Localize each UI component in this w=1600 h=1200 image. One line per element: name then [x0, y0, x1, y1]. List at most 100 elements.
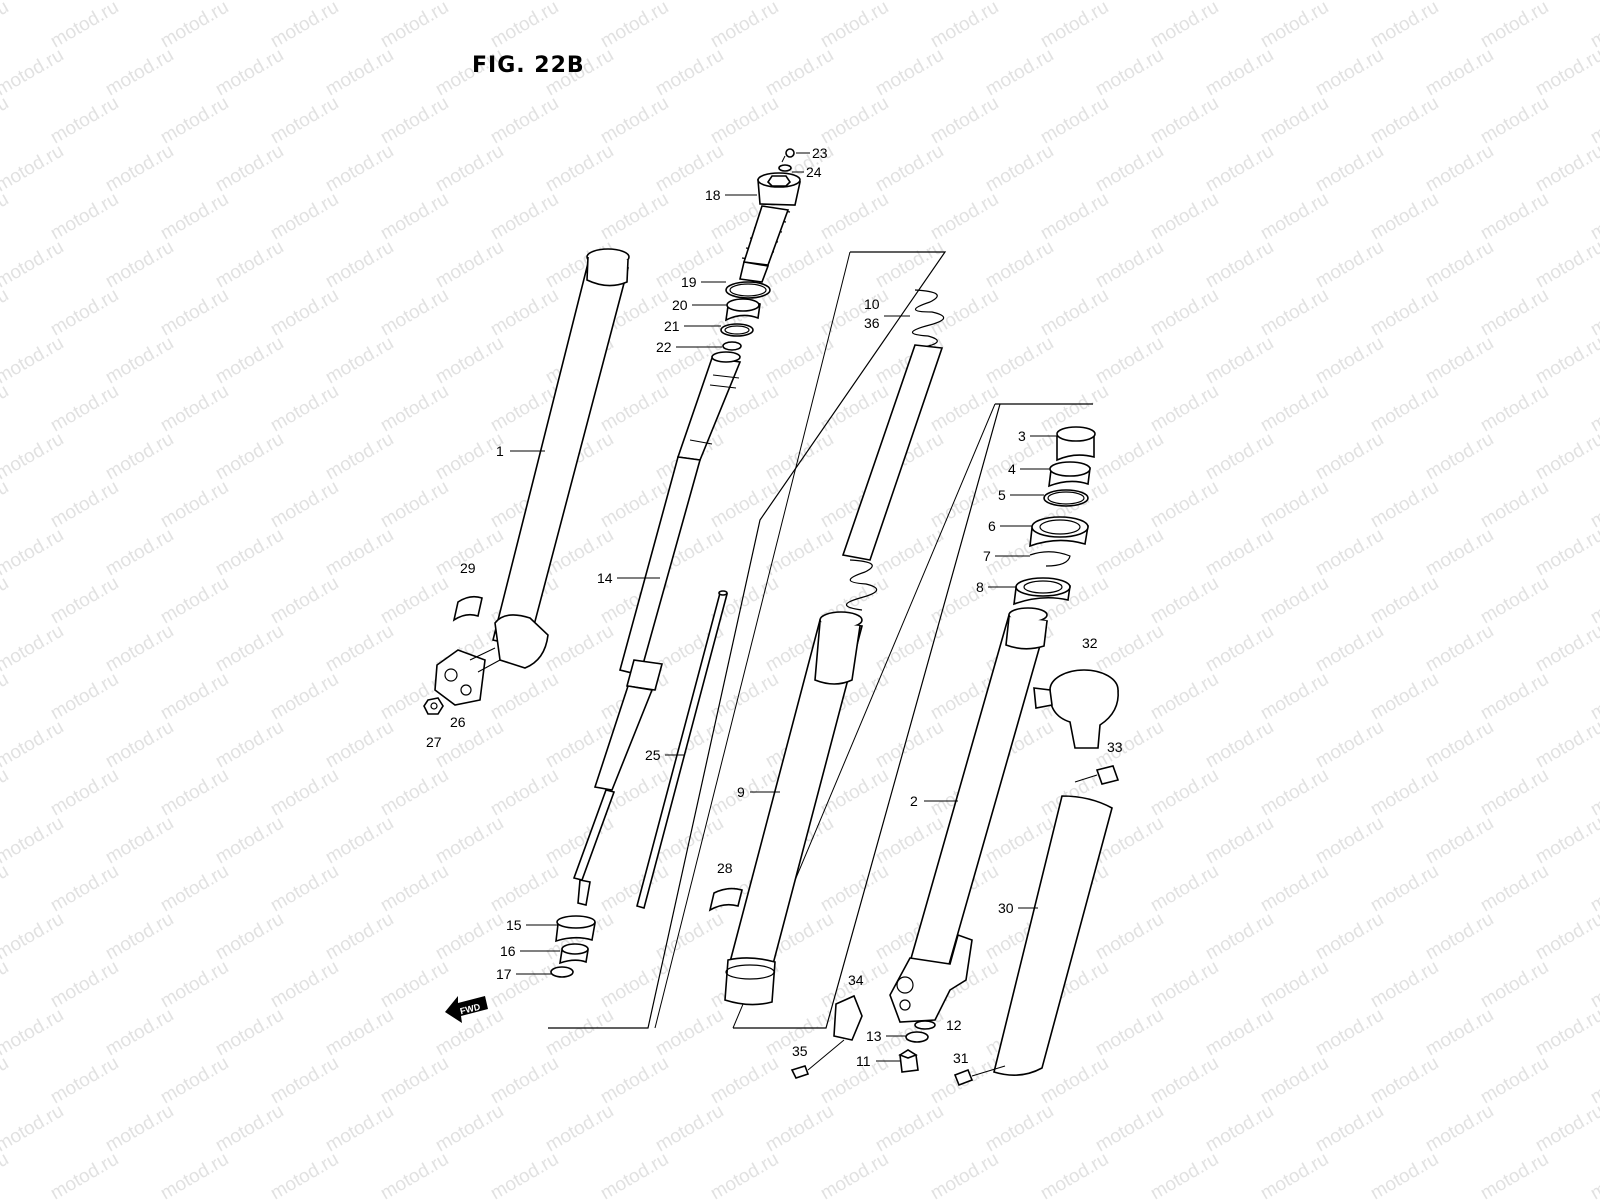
watermark-text: motod.ru	[1422, 813, 1497, 869]
callout-22: 22	[656, 339, 672, 355]
fwd-label: FWD	[459, 1002, 482, 1017]
watermark-text: motod.ru	[0, 285, 12, 341]
watermark-text: motod.ru	[982, 141, 1057, 197]
watermark-text: motod.ru	[982, 237, 1057, 293]
watermark-text: motod.ru	[0, 813, 67, 869]
watermark-text: motod.ru	[1202, 909, 1277, 965]
part-29-label-sticker	[452, 595, 483, 622]
watermark-text: motod.ru	[1367, 573, 1442, 629]
callout-21: 21	[664, 318, 680, 334]
callout-1: 1	[496, 443, 504, 459]
watermark-text: motod.ru	[762, 45, 837, 101]
watermark-text: motod.ru	[47, 189, 122, 245]
watermark-text: motod.ru	[1587, 1053, 1600, 1109]
callout-5: 5	[998, 487, 1006, 503]
watermark-text: motod.ru	[982, 45, 1057, 101]
watermark-text: motod.ru	[1587, 861, 1600, 917]
watermark-text: motod.ru	[487, 285, 562, 341]
watermark-text: motod.ru	[1587, 285, 1600, 341]
watermark-text: motod.ru	[1147, 381, 1222, 437]
watermark-text: motod.ru	[1532, 141, 1600, 197]
callout-35: 35	[792, 1043, 808, 1059]
callout-30: 30	[998, 900, 1014, 916]
watermark-text: motod.ru	[817, 189, 892, 245]
watermark-text: motod.ru	[157, 0, 232, 52]
watermark-text: motod.ru	[1477, 0, 1552, 52]
watermark-text: motod.ru	[1477, 1149, 1552, 1200]
watermark-text: motod.ru	[157, 1053, 232, 1109]
watermark-text: motod.ru	[1147, 957, 1222, 1013]
watermark-text: motod.ru	[1532, 717, 1600, 773]
watermark-text: motod.ru	[0, 477, 12, 533]
watermark-text: motod.ru	[597, 381, 672, 437]
watermark-text: motod.ru	[597, 1149, 672, 1200]
watermark-text: motod.ru	[872, 1101, 947, 1157]
watermark-text: motod.ru	[0, 861, 12, 917]
part-33-bolt	[1074, 765, 1120, 785]
watermark-text: motod.ru	[377, 477, 452, 533]
watermark-text: motod.ru	[1147, 189, 1222, 245]
watermark-text: motod.ru	[377, 957, 452, 1013]
watermark-text: motod.ru	[817, 285, 892, 341]
watermark-text: motod.ru	[1367, 477, 1442, 533]
watermark-text: motod.ru	[487, 765, 562, 821]
part-3-guide-bushing	[1056, 426, 1096, 462]
watermark-text: motod.ru	[1532, 909, 1600, 965]
watermark-text: motod.ru	[212, 525, 287, 581]
watermark-text: motod.ru	[47, 861, 122, 917]
watermark-text: motod.ru	[0, 429, 67, 485]
watermark-text: motod.ru	[1092, 717, 1167, 773]
callout-4: 4	[1008, 461, 1016, 477]
watermark-text: motod.ru	[1587, 669, 1600, 725]
watermark-text: motod.ru	[597, 189, 672, 245]
watermark-text: motod.ru	[1257, 285, 1332, 341]
watermark-text: motod.ru	[1202, 237, 1277, 293]
watermark-text: motod.ru	[927, 189, 1002, 245]
watermark-text: motod.ru	[102, 525, 177, 581]
part-1-outer-tube-left	[492, 248, 630, 669]
watermark-text: motod.ru	[872, 45, 947, 101]
watermark-text: motod.ru	[1312, 525, 1387, 581]
part-27-nut	[423, 697, 444, 715]
watermark-text: motod.ru	[432, 333, 507, 389]
watermark-text: motod.ru	[267, 93, 342, 149]
watermark-text: motod.ru	[0, 0, 67, 4]
callout-34: 34	[848, 972, 864, 988]
part-19-o-ring	[725, 281, 771, 299]
watermark-text: motod.ru	[47, 0, 122, 52]
part-2-outer-tube-right	[889, 607, 1049, 1023]
watermark-text: motod.ru	[47, 765, 122, 821]
watermark-text: motod.ru	[1532, 237, 1600, 293]
watermark-text: motod.ru	[102, 429, 177, 485]
watermark-text: motod.ru	[102, 45, 177, 101]
part-31-bolt	[953, 1065, 1006, 1087]
watermark-text: motod.ru	[1257, 861, 1332, 917]
watermark-text: motod.ru	[1147, 1149, 1222, 1200]
watermark-text: motod.ru	[0, 1005, 67, 1061]
watermark-text: motod.ru	[1202, 1005, 1277, 1061]
watermark-text: motod.ru	[47, 93, 122, 149]
watermark-text: motod.ru	[1312, 45, 1387, 101]
watermark-text: motod.ru	[927, 573, 1002, 629]
watermark-text: motod.ru	[1312, 1101, 1387, 1157]
watermark-text: motod.ru	[0, 237, 67, 293]
watermark-text: motod.ru	[1202, 621, 1277, 677]
watermark-text: motod.ru	[1367, 285, 1442, 341]
watermark-text: motod.ru	[817, 0, 892, 52]
watermark-text: motod.ru	[1037, 285, 1112, 341]
watermark-text: motod.ru	[597, 1053, 672, 1109]
callout-8: 8	[976, 579, 984, 595]
callout-7: 7	[983, 548, 991, 564]
watermark-text: motod.ru	[1312, 141, 1387, 197]
watermark-text: motod.ru	[707, 669, 782, 725]
callout-14: 14	[597, 570, 613, 586]
watermark-text: motod.ru	[1257, 1053, 1332, 1109]
callout-24: 24	[806, 164, 822, 180]
watermark-text: motod.ru	[707, 0, 782, 52]
callout-15: 15	[506, 917, 522, 933]
watermark-text: motod.ru	[322, 717, 397, 773]
watermark-text: motod.ru	[1312, 333, 1387, 389]
part-26-axle-clamp	[434, 647, 501, 706]
part-25-rod	[636, 590, 729, 909]
watermark-text: motod.ru	[597, 861, 672, 917]
